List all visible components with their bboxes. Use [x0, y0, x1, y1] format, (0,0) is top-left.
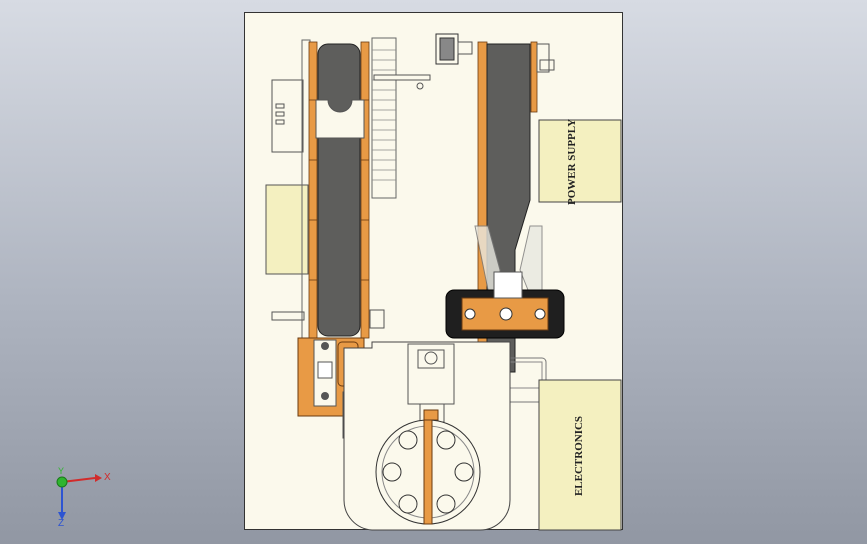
left-conveyor[interactable]	[265, 37, 431, 339]
triad-y-label: Y	[58, 466, 64, 476]
power-supply-panel[interactable]: POWER SUPPLY	[538, 119, 622, 205]
triad-x-label: X	[104, 472, 111, 483]
coordinate-triad-icon: X Y Z	[56, 466, 111, 529]
power-supply-label: POWER SUPPLY	[566, 119, 578, 205]
triad-z-label: Z	[58, 518, 64, 529]
rotary-table[interactable]	[343, 341, 511, 531]
electronics-label: ELECTRONICS	[573, 416, 585, 496]
right-conveyor[interactable]	[435, 33, 565, 403]
electronics-panel[interactable]: ELECTRONICS	[538, 379, 622, 531]
